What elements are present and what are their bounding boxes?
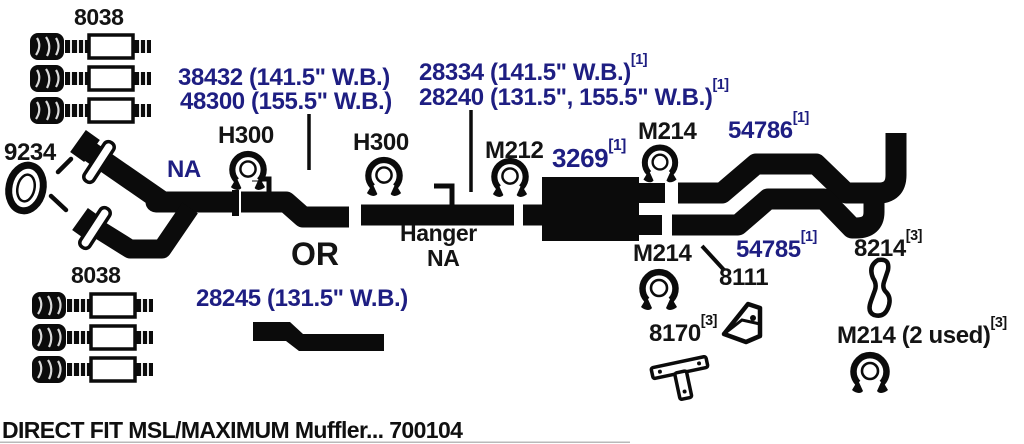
m214-pointer-line xyxy=(700,244,726,272)
hanger-h300-icon-2 xyxy=(367,160,401,196)
label-28245: 28245 (131.5" W.B.) xyxy=(196,285,408,312)
t-bracket-8170-icon xyxy=(649,354,710,401)
label-m214-mid: M214 xyxy=(633,240,692,267)
label-9234: 9234 xyxy=(4,139,56,166)
gasket-pointer-dashes xyxy=(48,156,74,213)
hanger-h300-icon-1 xyxy=(231,154,265,190)
product-title: DIRECT FIT MSL/MAXIMUM Muffler... 700104 xyxy=(2,417,463,443)
front-pipe-flange-upper xyxy=(82,139,116,185)
front-pipe-flange-lower xyxy=(78,205,112,251)
label-3269: 3269[1] xyxy=(552,137,626,173)
label-54786: 54786[1] xyxy=(728,110,809,144)
label-m214-2used: M214 (2 used)[3] xyxy=(837,315,1007,349)
label-28334: 28334 (141.5" W.B.)[1] xyxy=(419,52,648,86)
label-m214-top: M214 xyxy=(638,118,697,145)
leader-lines xyxy=(307,110,473,192)
clamp-m214-2used-icon xyxy=(852,355,888,393)
alt-pipe-28245 xyxy=(253,322,384,351)
tailpipe-lower-54785 xyxy=(672,188,885,239)
label-or: OR xyxy=(291,236,339,272)
label-hanger-na: NA xyxy=(427,245,460,271)
label-na-front-pipe: NA xyxy=(167,156,201,183)
label-m212: M212 xyxy=(485,137,544,164)
clamp-m214-top-icon xyxy=(643,148,676,183)
resonator-assembly-top-icon xyxy=(28,31,153,126)
bottom-rule xyxy=(0,441,630,443)
label-h300-1: H300 xyxy=(218,122,274,149)
resonator-assembly-bottom-icon xyxy=(30,290,155,385)
strap-8214-icon xyxy=(867,257,892,318)
tailpipe-upper-54786 xyxy=(678,133,907,204)
muffler-icon xyxy=(542,177,665,241)
label-54785: 54785[1] xyxy=(736,229,817,263)
label-hanger: Hanger xyxy=(400,220,477,246)
label-38432: 38432 (141.5" W.B.) xyxy=(178,64,390,91)
label-8214: 8214[3] xyxy=(854,228,922,262)
clamp-m214-mid-icon xyxy=(641,272,677,310)
label-8111: 8111 xyxy=(719,264,769,291)
clamp-m212-icon xyxy=(493,161,527,197)
bracket-8111-icon xyxy=(721,301,763,345)
label-8038-bottom: 8038 xyxy=(71,262,121,288)
label-h300-2: H300 xyxy=(353,129,409,156)
gasket-ring-icon xyxy=(5,161,47,215)
label-8038-top: 8038 xyxy=(74,4,124,30)
label-8170: 8170[3] xyxy=(649,313,717,347)
label-48300: 48300 (155.5" W.B.) xyxy=(180,88,392,115)
label-28240: 28240 (131.5", 155.5" W.B.)[1] xyxy=(419,77,729,111)
